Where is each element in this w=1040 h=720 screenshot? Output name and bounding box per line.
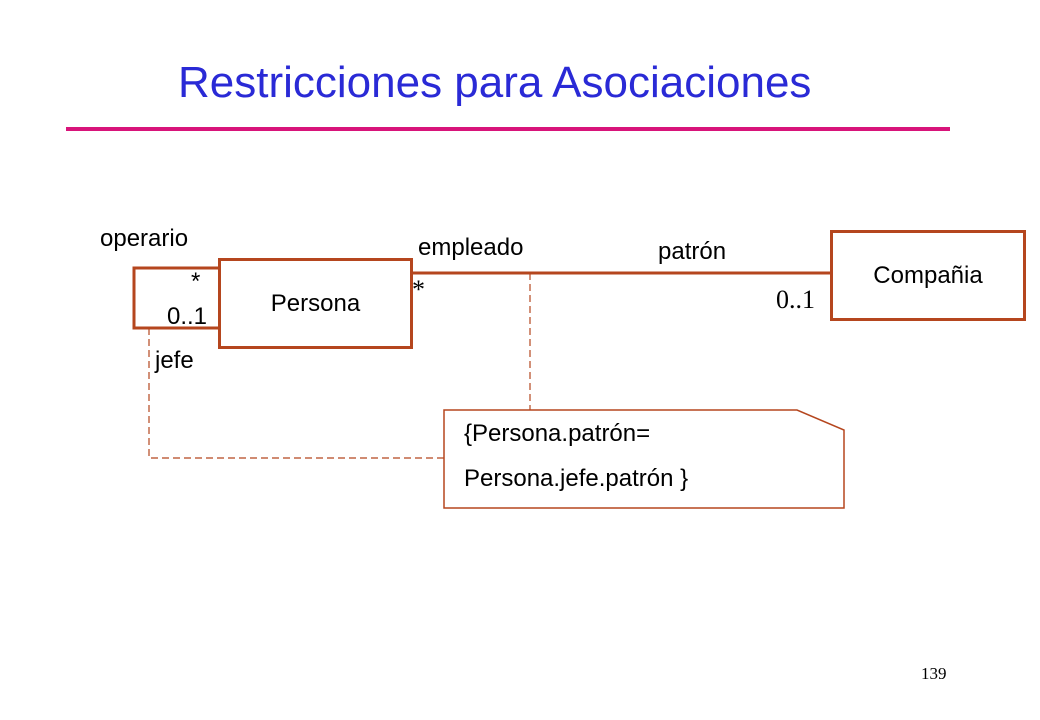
constraint-note-line2: Persona.jefe.patrón }	[464, 465, 689, 492]
multiplicity-patron: 0..1	[776, 285, 815, 314]
multiplicity-jefe: 0..1	[167, 303, 208, 330]
constraint-note-shape	[443, 409, 845, 509]
role-operario: operario	[100, 225, 189, 252]
title-underline	[66, 127, 950, 131]
class-compania[interactable]: Compañia	[830, 230, 1026, 321]
class-persona-label: Persona	[270, 289, 361, 317]
role-patron: patrón	[658, 238, 727, 265]
multiplicity-empleado: *	[412, 275, 425, 304]
role-empleado: empleado	[418, 234, 524, 261]
self-association-loop	[132, 266, 236, 330]
role-jefe: jefe	[155, 347, 194, 374]
multiplicity-operario: *	[191, 268, 201, 295]
constraint-note-line1: {Persona.patrón=	[464, 420, 651, 447]
class-persona[interactable]: Persona	[218, 258, 413, 349]
page-title: Restricciones para Asociaciones	[178, 58, 812, 107]
class-compania-label: Compañia	[873, 261, 983, 289]
page-number: 139	[921, 664, 947, 683]
